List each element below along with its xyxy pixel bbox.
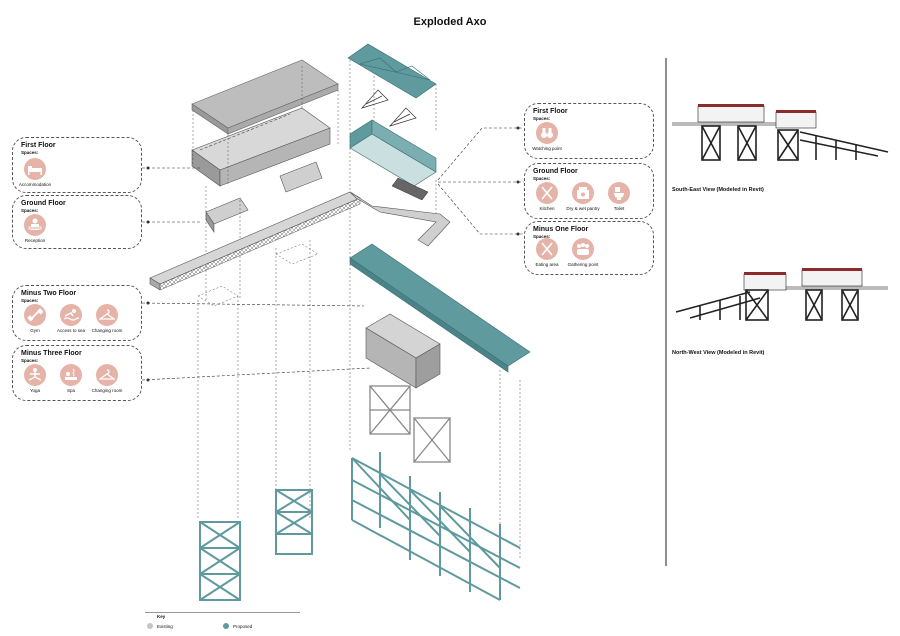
- existing-accommodation-roof: [191, 59, 339, 135]
- space-item: Access to sea: [53, 304, 89, 333]
- card-spaces-label: Spaces:: [21, 298, 39, 303]
- space-item: Dry & wet pantry: [565, 182, 601, 211]
- proposed-ground-slab: [349, 243, 531, 373]
- hanger-icon: [96, 364, 118, 386]
- cutlery-icon: [536, 182, 558, 204]
- space-label: Dry & wet pantry: [566, 206, 600, 211]
- dumbbell-icon: [24, 304, 46, 326]
- space-item: Eating area: [529, 238, 565, 267]
- bed-icon: [24, 158, 46, 180]
- cutlery-icon: [536, 238, 558, 260]
- space-label: Changing room: [91, 328, 123, 333]
- proposed-first-floor: [349, 119, 437, 201]
- page-title: Exploded Axo: [413, 16, 487, 28]
- pantry-icon: [572, 182, 594, 204]
- proposed-steel-frames: [199, 452, 521, 601]
- leader-lines: [141, 126, 524, 382]
- space-label: Kitchen: [539, 206, 555, 211]
- hanger-icon: [96, 304, 118, 326]
- roof-trusses: [360, 89, 417, 127]
- existing-first-floor: [191, 107, 331, 187]
- card-spaces-label: Spaces:: [21, 150, 39, 155]
- space-label: Watching point: [532, 146, 562, 151]
- card-spaces-label: Spaces:: [21, 358, 39, 363]
- existing-minus-two-floor: [365, 313, 441, 389]
- space-label: Reception: [24, 238, 46, 243]
- card-spaces-label: Spaces:: [533, 116, 551, 121]
- space-item: Watching point: [529, 122, 565, 151]
- space-label: Toilet: [613, 206, 625, 211]
- space-item: Gym: [17, 304, 53, 333]
- space-label: Access to sea: [56, 328, 85, 333]
- card-floor-title: Ground Floor: [533, 168, 578, 175]
- group-icon: [572, 238, 594, 260]
- card-spaces-label: Spaces:: [533, 234, 551, 239]
- card-floor-title: Minus One Floor: [533, 226, 589, 233]
- space-label: Accommodation: [18, 182, 52, 187]
- card-floor-title: Minus Three Floor: [21, 350, 82, 357]
- swim-icon: [60, 304, 82, 326]
- space-label: Spa: [66, 388, 75, 393]
- proposed-swatch: [223, 623, 229, 629]
- spa-icon: [60, 364, 82, 386]
- card-floor-title: Ground Floor: [21, 200, 66, 207]
- existing-support-frames: [369, 385, 451, 463]
- space-label: Gym: [30, 328, 40, 333]
- binoculars-icon: [536, 122, 558, 144]
- north-west-view-image: [675, 268, 888, 321]
- space-item: Kitchen: [529, 182, 565, 211]
- key-proposed: Proposed: [223, 623, 252, 629]
- card-minus-three-floor: Minus Three Floor Spaces: Yoga Spa Chang…: [12, 345, 142, 401]
- card-minus-two-floor: Minus Two Floor Spaces: Gym Access to se…: [12, 285, 142, 341]
- card-first-floor-left: First Floor Spaces: Accommodation: [12, 137, 142, 193]
- space-item: Spa: [53, 364, 89, 393]
- space-label: Changing room: [91, 388, 123, 393]
- space-label: Yoga: [29, 388, 41, 393]
- card-floor-title: First Floor: [533, 108, 568, 115]
- space-item: Yoga: [17, 364, 53, 393]
- yoga-icon: [24, 364, 46, 386]
- space-label: Eating area: [535, 262, 559, 267]
- key-existing-label: Existing: [157, 623, 173, 629]
- existing-ground-floor: [205, 161, 323, 233]
- card-floor-title: Minus Two Floor: [21, 290, 77, 297]
- key-title: Key: [157, 614, 166, 619]
- card-floor-title: First Floor: [21, 142, 56, 149]
- key-proposed-label: Proposed: [233, 623, 253, 629]
- south-east-view-image: [672, 104, 889, 161]
- card-ground-floor-left: Ground Floor Spaces: Reception: [12, 195, 142, 249]
- north-west-view-label: North-West View (Modeled in Revit): [672, 350, 765, 356]
- card-spaces-label: Spaces:: [21, 208, 39, 213]
- legend-key: Key Existing Proposed: [145, 612, 300, 633]
- card-minus-one-floor: Minus One Floor Spaces: Eating area Gath…: [524, 221, 654, 275]
- space-item: Toilet: [601, 182, 637, 211]
- reception-icon: [24, 214, 46, 236]
- space-label: Gathering point: [567, 262, 599, 267]
- space-item: Reception: [17, 214, 53, 243]
- space-item: Changing room: [89, 364, 125, 393]
- south-east-view-label: South-East View (Modeled in Revit): [672, 187, 764, 193]
- card-spaces-label: Spaces:: [533, 176, 551, 181]
- card-ground-floor-right: Ground Floor Spaces: Kitchen Dry & wet p…: [524, 163, 654, 219]
- proposed-roof: [347, 43, 437, 99]
- walkway: [149, 191, 451, 291]
- space-item: Changing room: [89, 304, 125, 333]
- existing-swatch: [147, 623, 153, 629]
- card-first-floor-right: First Floor Spaces: Watching point: [524, 103, 654, 159]
- space-item: Accommodation: [17, 158, 53, 187]
- toilet-icon: [608, 182, 630, 204]
- space-item: Gathering point: [565, 238, 601, 267]
- key-existing: Existing: [147, 623, 173, 629]
